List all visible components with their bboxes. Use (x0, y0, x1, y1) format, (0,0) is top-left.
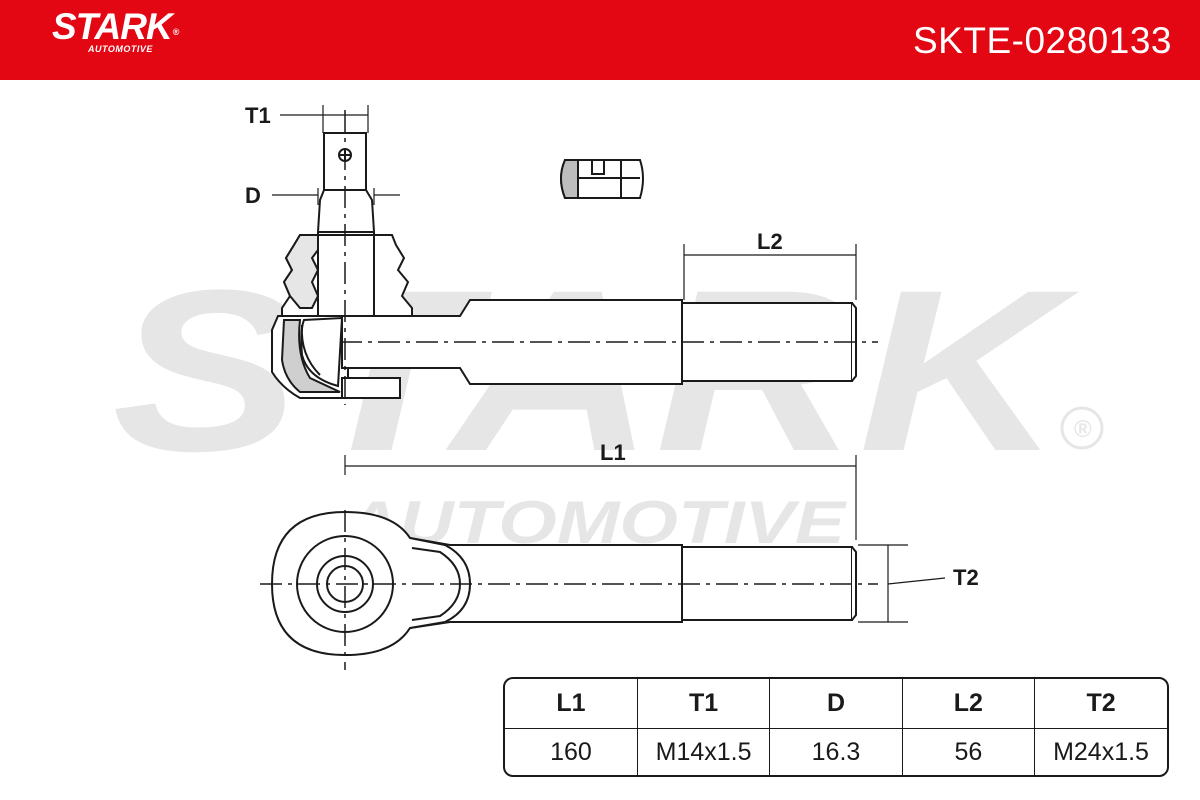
label-d: D (245, 183, 261, 208)
spec-table: L1 T1 D L2 T2 160 M14x1.5 16.3 56 M24x1.… (503, 677, 1169, 777)
tie-rod-side-view (271, 110, 878, 405)
label-l2: L2 (757, 229, 783, 254)
castle-nut (560, 159, 644, 199)
tie-rod-top-view (260, 510, 878, 670)
logo-registered-mark: ® (172, 27, 180, 37)
label-t1: T1 (245, 103, 271, 128)
logo-text: STARK (52, 6, 173, 47)
label-l1: L1 (600, 440, 626, 465)
watermark: STARK AUTOMOTIVE ® (112, 242, 1104, 556)
watermark-registered-circle (1060, 406, 1104, 450)
part-number: SKTE-0280133 (912, 20, 1172, 61)
spec-value-cell: M14x1.5 (636, 728, 771, 775)
spec-value-cell: M24x1.5 (1034, 728, 1167, 775)
header-bar: STARK® AUTOMOTIVE SKTE-0280133 (0, 0, 1200, 80)
spec-value-cell: 56 (901, 728, 1036, 775)
label-t2: T2 (953, 565, 979, 590)
side-view-dimensions (272, 105, 857, 540)
spec-header-cell: L2 (901, 679, 1036, 729)
logo-subtext: AUTOMOTIVE (88, 44, 153, 54)
side-view-labels: T1 D L2 L1 T2 (245, 103, 979, 590)
spec-value-cell: 16.3 (769, 728, 903, 775)
spec-header-cell: D (769, 679, 903, 729)
watermark-registered-mark: ® (1074, 416, 1092, 443)
spec-value-cell: 160 (505, 728, 638, 775)
spec-header-cell: T1 (636, 679, 771, 729)
spec-table-header-row: L1 T1 D L2 T2 (505, 679, 1167, 729)
stark-logo: STARK® AUTOMOTIVE (52, 6, 180, 54)
technical-drawing: STARK AUTOMOTIVE ® (112, 103, 1104, 670)
spec-header-cell: T2 (1034, 679, 1167, 729)
spec-table-value-row: 160 M14x1.5 16.3 56 M24x1.5 (505, 728, 1167, 775)
top-view-dimensions (858, 544, 946, 623)
spec-header-cell: L1 (505, 679, 638, 729)
